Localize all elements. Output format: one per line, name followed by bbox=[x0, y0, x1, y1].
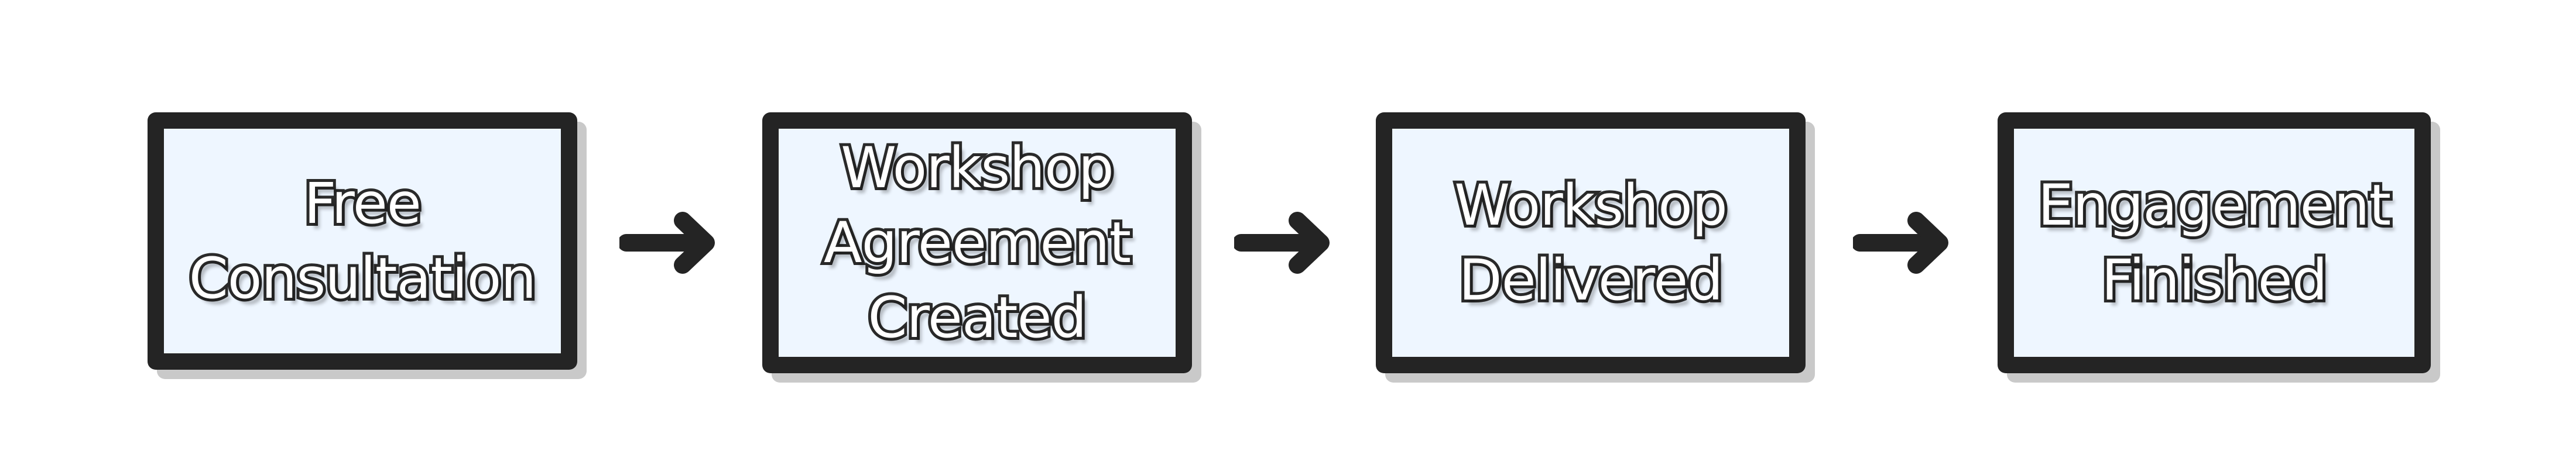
arrow-right-icon bbox=[619, 212, 715, 274]
step-label: Workshop Agreement Created bbox=[821, 132, 1134, 353]
step-workshop-delivered: Workshop Delivered bbox=[1376, 112, 1806, 373]
step-free-consultation: Free Consultation bbox=[148, 112, 577, 370]
arrow-right-icon bbox=[1853, 212, 1948, 274]
step-label: Engagement Finished bbox=[2035, 170, 2394, 316]
step-engagement-finished: Engagement Finished bbox=[1998, 112, 2431, 373]
step-workshop-agreement-created: Workshop Agreement Created bbox=[762, 112, 1192, 373]
arrow-right-icon bbox=[1234, 212, 1330, 274]
step-label: Free Consultation bbox=[186, 168, 539, 314]
step-label: Workshop Delivered bbox=[1451, 170, 1731, 316]
